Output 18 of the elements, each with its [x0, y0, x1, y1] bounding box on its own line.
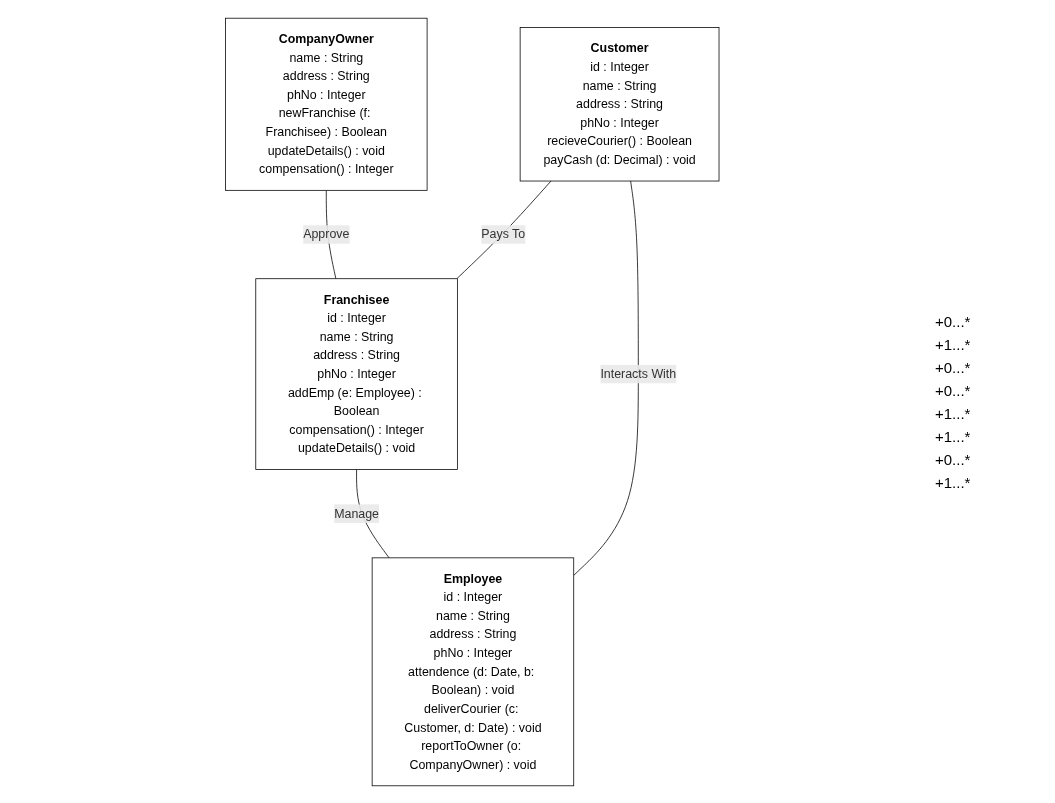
- connector: [573, 180, 639, 576]
- multiplicity-label: +1...*: [935, 404, 972, 422]
- edge-label: Manage: [334, 506, 380, 520]
- multiplicity-label: +1...*: [935, 473, 972, 491]
- multiplicity-label: +1...*: [935, 427, 972, 445]
- multiplicity-label: +0...*: [935, 381, 972, 399]
- multiplicity-label: +1...*: [935, 335, 972, 353]
- node-box: Franchisee id : Integer name : String address : String phNo : Integer addEmp (e: Employee) : Boolean compensation() : Integer updateDetails() : void: [255, 277, 458, 470]
- multiplicity-label: +0...*: [935, 450, 972, 468]
- node-box: CompanyOwner name : String address : String phNo : Integer newFranchise (f: Franchisee) : Boolean updateDetails() : void compensation() : Integer: [225, 17, 428, 191]
- node-box: Employee id : Integer name : String address : String phNo : Integer attendence (d: Date, b: Boolean) : void deliverCourier (c: Customer, d: Date) : void reportToOwner (o: CompanyOwner) : void: [372, 556, 575, 786]
- multiplicity-label: +0...*: [935, 312, 972, 330]
- connector: [456, 180, 552, 279]
- multiplicity-label: +0...*: [935, 358, 972, 376]
- edge-label: Pays To: [481, 227, 526, 241]
- edge-label: Approve: [303, 227, 350, 241]
- edge-label: Interacts With: [600, 366, 677, 380]
- node-box: Customer id : Integer name : String address : String phNo : Integer recieveCourier() : Boolean payCash (d: Decimal) : void: [519, 26, 720, 181]
